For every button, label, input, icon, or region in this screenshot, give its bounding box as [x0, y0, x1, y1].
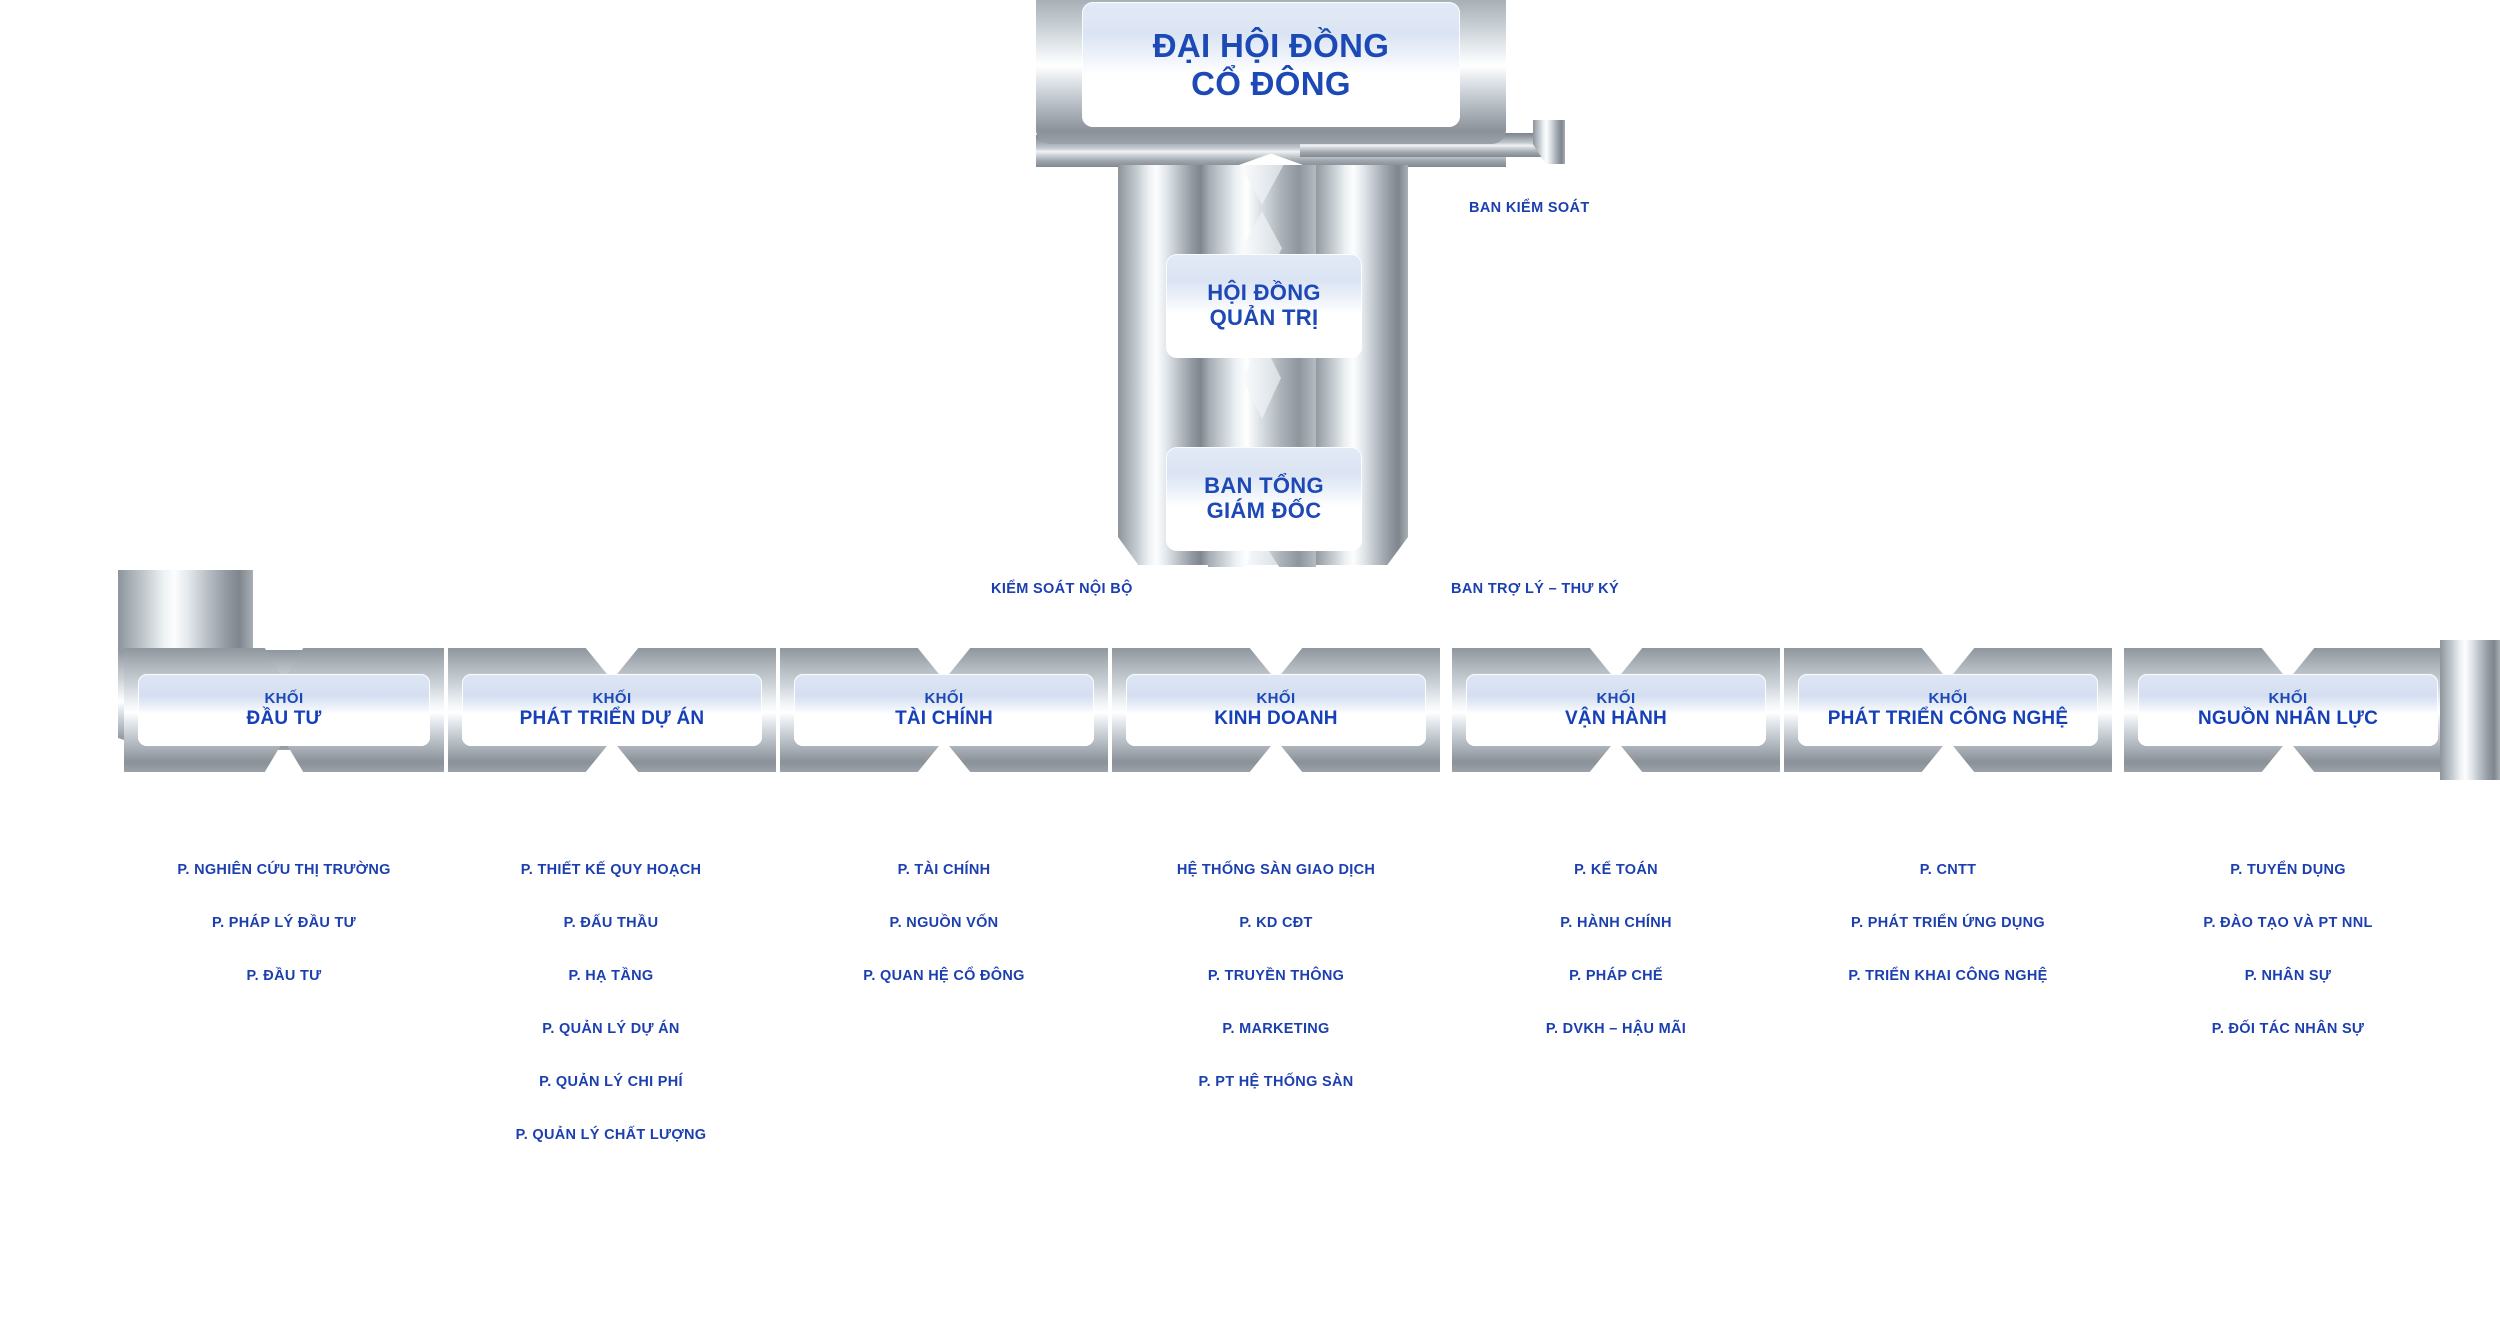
side-label-assistant-secretary: BAN TRỢ LÝ – THƯ KÝ	[1451, 581, 1619, 597]
dept-item[interactable]: P. ĐẤU THẦU	[563, 915, 659, 931]
dept-item[interactable]: P. KD CĐT	[1239, 915, 1313, 931]
dept-column-finance: P. TÀI CHÍNH P. NGUỒN VỐN P. QUAN HỆ CỔ …	[769, 862, 1119, 1021]
dept-item[interactable]: P. DVKH – HẬU MÃI	[1545, 1021, 1687, 1037]
node-board[interactable]: HỘI ĐỒNG QUẢN TRỊ	[1166, 254, 1362, 358]
division-row-right-cap	[2440, 640, 2500, 780]
dept-column-project-development: P. THIẾT KẾ QUY HOẠCH P. ĐẤU THẦU P. HẠ …	[436, 862, 786, 1180]
dept-column-investment: P. NGHIÊN CỨU THỊ TRƯỜNG P. PHÁP LÝ ĐẦU …	[109, 862, 459, 1021]
dept-item[interactable]: P. NHÂN SỰ	[2244, 968, 2332, 984]
dept-column-human-resources: P. TUYỂN DỤNG P. ĐÀO TẠO VÀ PT NNL P. NH…	[2113, 862, 2463, 1074]
division-finance-name: TÀI CHÍNH	[895, 708, 993, 730]
dept-item[interactable]: P. HẠ TẦNG	[568, 968, 654, 984]
dept-item[interactable]: P. KẾ TOÁN	[1574, 862, 1658, 878]
division-operations[interactable]: KHỐI VẬN HÀNH	[1452, 648, 1780, 772]
dept-item[interactable]: P. CNTT	[1919, 862, 1977, 878]
node-ceo-board[interactable]: BAN TỔNG GIÁM ĐỐC	[1166, 447, 1362, 551]
dept-item[interactable]: P. QUẢN LÝ DỰ ÁN	[542, 1021, 680, 1037]
dept-column-operations: P. KẾ TOÁN P. HÀNH CHÍNH P. PHÁP CHẾ P. …	[1441, 862, 1791, 1074]
division-finance[interactable]: KHỐI TÀI CHÍNH	[780, 648, 1108, 772]
dept-item[interactable]: P. PHÁT TRIỂN ỨNG DỤNG	[1851, 915, 2045, 931]
division-word-5: KHỐI	[1928, 690, 1968, 708]
dept-item[interactable]: P. QUAN HỆ CỔ ĐÔNG	[863, 968, 1025, 984]
division-project-development[interactable]: KHỐI PHÁT TRIỂN DỰ ÁN	[448, 648, 776, 772]
dept-item[interactable]: P. NGUỒN VỐN	[889, 915, 999, 931]
division-technology-development-label: KHỐI PHÁT TRIỂN CÔNG NGHỆ	[1798, 674, 2098, 746]
dept-item[interactable]: P. TUYỂN DỤNG	[2230, 862, 2346, 878]
division-human-resources-name: NGUỒN NHÂN LỰC	[2197, 708, 2379, 730]
division-human-resources-label: KHỐI NGUỒN NHÂN LỰC	[2138, 674, 2438, 746]
dept-column-business: HỆ THỐNG SÀN GIAO DỊCH P. KD CĐT P. TRUY…	[1101, 862, 1451, 1127]
dept-item[interactable]: P. ĐỐI TÁC NHÂN SỰ	[2211, 1021, 2365, 1037]
division-word-4: KHỐI	[1596, 690, 1636, 708]
dept-item[interactable]: P. NGHIÊN CỨU THỊ TRƯỜNG	[177, 862, 391, 878]
node-board-label: HỘI ĐỒNG QUẢN TRỊ	[1207, 280, 1321, 330]
dept-item[interactable]: P. ĐẦU TƯ	[246, 968, 322, 984]
supervisory-board-connector-drop	[1533, 120, 1565, 164]
dept-item[interactable]: P. HÀNH CHÍNH	[1560, 915, 1672, 931]
node-shareholders-label: ĐẠI HỘI ĐỒNG CỔ ĐÔNG	[1152, 27, 1390, 102]
division-human-resources[interactable]: KHỐI NGUỒN NHÂN LỰC	[2124, 648, 2452, 772]
dept-item[interactable]: P. TÀI CHÍNH	[897, 862, 991, 878]
node-board-plate: HỘI ĐỒNG QUẢN TRỊ	[1162, 250, 1366, 362]
dept-item[interactable]: P. ĐÀO TẠO VÀ PT NNL	[2203, 915, 2373, 931]
dept-item[interactable]: P. QUẢN LÝ CHẤT LƯỢNG	[515, 1127, 707, 1143]
division-finance-label: KHỐI TÀI CHÍNH	[794, 674, 1094, 746]
division-technology-development-name: PHÁT TRIỂN CÔNG NGHỆ	[1827, 708, 2069, 730]
division-business-name: KINH DOANH	[1214, 708, 1338, 730]
division-operations-label: KHỐI VẬN HÀNH	[1466, 674, 1766, 746]
dept-column-technology-development: P. CNTT P. PHÁT TRIỂN ỨNG DỤNG P. TRIỂN …	[1773, 862, 2123, 1021]
division-word-2: KHỐI	[924, 690, 964, 708]
division-word-0: KHỐI	[264, 690, 304, 708]
division-operations-name: VẬN HÀNH	[1565, 708, 1667, 730]
division-investment-name: ĐẦU TƯ	[246, 708, 322, 730]
side-label-internal-control: KIỂM SOÁT NỘI BỘ	[991, 581, 1133, 597]
division-word-6: KHỐI	[2268, 690, 2308, 708]
division-investment-label: KHỐI ĐẦU TƯ	[138, 674, 430, 746]
division-technology-development[interactable]: KHỐI PHÁT TRIỂN CÔNG NGHỆ	[1784, 648, 2112, 772]
node-shareholders[interactable]: ĐẠI HỘI ĐỒNG CỔ ĐÔNG	[1082, 2, 1460, 127]
node-ceo-board-label: BAN TỔNG GIÁM ĐỐC	[1204, 473, 1324, 523]
division-project-development-name: PHÁT TRIỂN DỰ ÁN	[519, 708, 705, 730]
dept-item[interactable]: P. PHÁP CHẾ	[1569, 968, 1663, 984]
node-ceo-board-plate: BAN TỔNG GIÁM ĐỐC	[1162, 443, 1366, 555]
dept-item[interactable]: HỆ THỐNG SÀN GIAO DỊCH	[1176, 862, 1376, 878]
dept-item[interactable]: P. TRUYỀN THÔNG	[1207, 968, 1345, 984]
node-shareholders-plate: ĐẠI HỘI ĐỒNG CỔ ĐÔNG	[1036, 0, 1506, 144]
dept-item[interactable]: P. TRIỂN KHAI CÔNG NGHỆ	[1848, 968, 2048, 984]
dept-item[interactable]: P. MARKETING	[1222, 1021, 1330, 1037]
division-word-1: KHỐI	[592, 690, 632, 708]
dept-item[interactable]: P. THIẾT KẾ QUY HOẠCH	[520, 862, 702, 878]
side-label-supervisory-board: BAN KIỂM SOÁT	[1469, 200, 1590, 216]
division-word-3: KHỐI	[1256, 690, 1296, 708]
dept-item[interactable]: P. PHÁP LÝ ĐẦU TƯ	[212, 915, 356, 931]
division-business[interactable]: KHỐI KINH DOANH	[1112, 648, 1440, 772]
division-business-label: KHỐI KINH DOANH	[1126, 674, 1426, 746]
division-investment[interactable]: KHỐI ĐẦU TƯ	[124, 648, 444, 772]
dept-item[interactable]: P. QUẢN LÝ CHI PHÍ	[539, 1074, 683, 1090]
division-project-development-label: KHỐI PHÁT TRIỂN DỰ ÁN	[462, 674, 762, 746]
dept-item[interactable]: P. PT HỆ THỐNG SÀN	[1198, 1074, 1354, 1090]
